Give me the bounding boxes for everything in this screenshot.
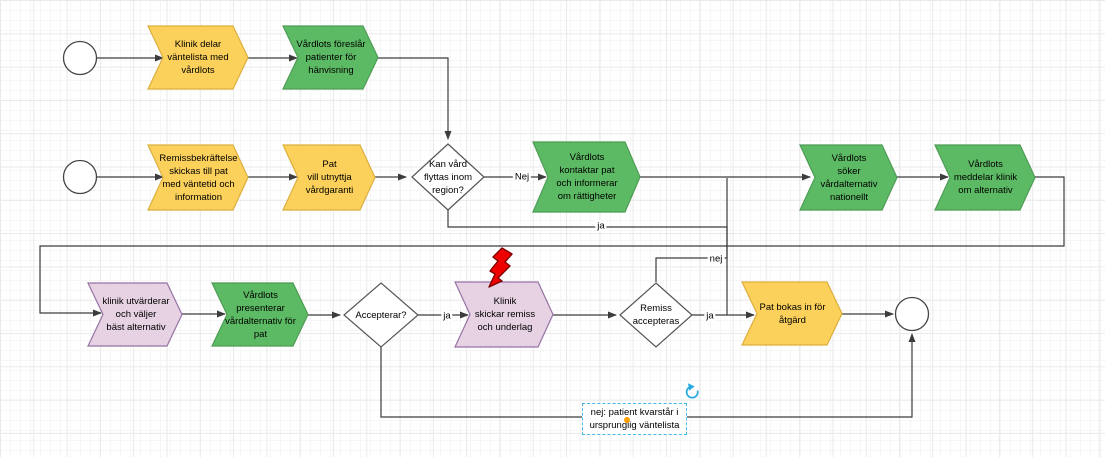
step-pat-vill[interactable] (282, 144, 376, 211)
label-accepterar[interactable]: Accepterar? (355, 309, 407, 321)
label-vardlots-soker[interactable]: Vårdlots söker vårdalternativ nationellt (820, 152, 878, 203)
label-kan-vard[interactable]: Kan vård flyttas inom region? (423, 158, 473, 196)
edge-label-accepterar-ja[interactable]: ja (441, 310, 453, 322)
label-remissbekraftelse[interactable]: Remissbekräftelse skickas till pat med v… (159, 152, 238, 203)
label-remiss-accepteras[interactable]: Remiss accepteras (632, 303, 680, 327)
label-vardlots-presenterar[interactable]: Vårdlots presenterar vårdalternativ för … (225, 289, 296, 340)
step-klinik-skickar[interactable] (454, 281, 554, 348)
start-node-middle[interactable] (62, 159, 98, 195)
decision-kan-vard[interactable] (411, 143, 485, 211)
edge-kan-vard-ja[interactable] (447, 210, 728, 315)
step-vardlots-kontaktar[interactable] (532, 141, 641, 213)
edge-foreslar-to-kan-vard[interactable] (378, 57, 452, 140)
step-klinik-utvarderar[interactable] (87, 282, 183, 347)
label-vardlots-foreslar[interactable]: Vårdlots föreslår patienter för hänvisni… (296, 39, 366, 76)
step-remissbekraftelse[interactable] (147, 144, 249, 211)
annotation-nej-patient-kvarstar[interactable]: nej: patient kvarstår i ursprunglig vänt… (582, 403, 687, 435)
edge-label-region-ja[interactable]: ja (595, 220, 607, 232)
edge-meddelar-to-utvarderar[interactable] (39, 176, 1065, 317)
edge-label-remiss-ja[interactable]: ja (704, 310, 716, 322)
label-klinik-utvarderar[interactable]: klinik utvärderar och väljer bäst altern… (102, 296, 170, 333)
step-vardlots-soker[interactable] (799, 144, 898, 211)
step-klinik-delar[interactable] (147, 25, 249, 90)
label-pat-bokas[interactable]: Pat bokas in för åtgärd (759, 301, 826, 326)
label-klinik-skickar[interactable]: Klinik skickar remiss och underlag (474, 296, 536, 333)
decision-accepterar[interactable] (343, 282, 419, 348)
edge-label-region-nej[interactable]: Nej (512, 171, 532, 183)
step-vardlots-meddelar[interactable] (934, 144, 1036, 211)
end-node[interactable] (894, 296, 930, 332)
label-vardlots-kontaktar[interactable]: Vårdlots kontaktar pat och informerar om… (556, 152, 618, 202)
rotate-icon[interactable] (685, 383, 699, 399)
edge-remiss-nej[interactable] (655, 178, 728, 282)
label-vardlots-meddelar[interactable]: Vårdlots meddelar klinik om alternativ (953, 159, 1018, 196)
connection-point-dot (624, 417, 630, 423)
step-vardlots-foreslar[interactable] (282, 25, 379, 90)
edge-label-remiss-nej[interactable]: nej (707, 253, 725, 265)
start-node-top[interactable] (62, 40, 98, 76)
label-pat-vill[interactable]: Pat vill utnyttja vårdgaranti (305, 159, 354, 196)
step-pat-bokas[interactable] (741, 281, 843, 346)
lightning-bolt-icon[interactable] (488, 247, 513, 288)
decision-remiss-accepteras[interactable] (619, 282, 693, 348)
label-klinik-delar[interactable]: Klinik delar väntelista med vårdlots (167, 39, 229, 76)
step-vardlots-presenterar[interactable] (211, 282, 309, 347)
